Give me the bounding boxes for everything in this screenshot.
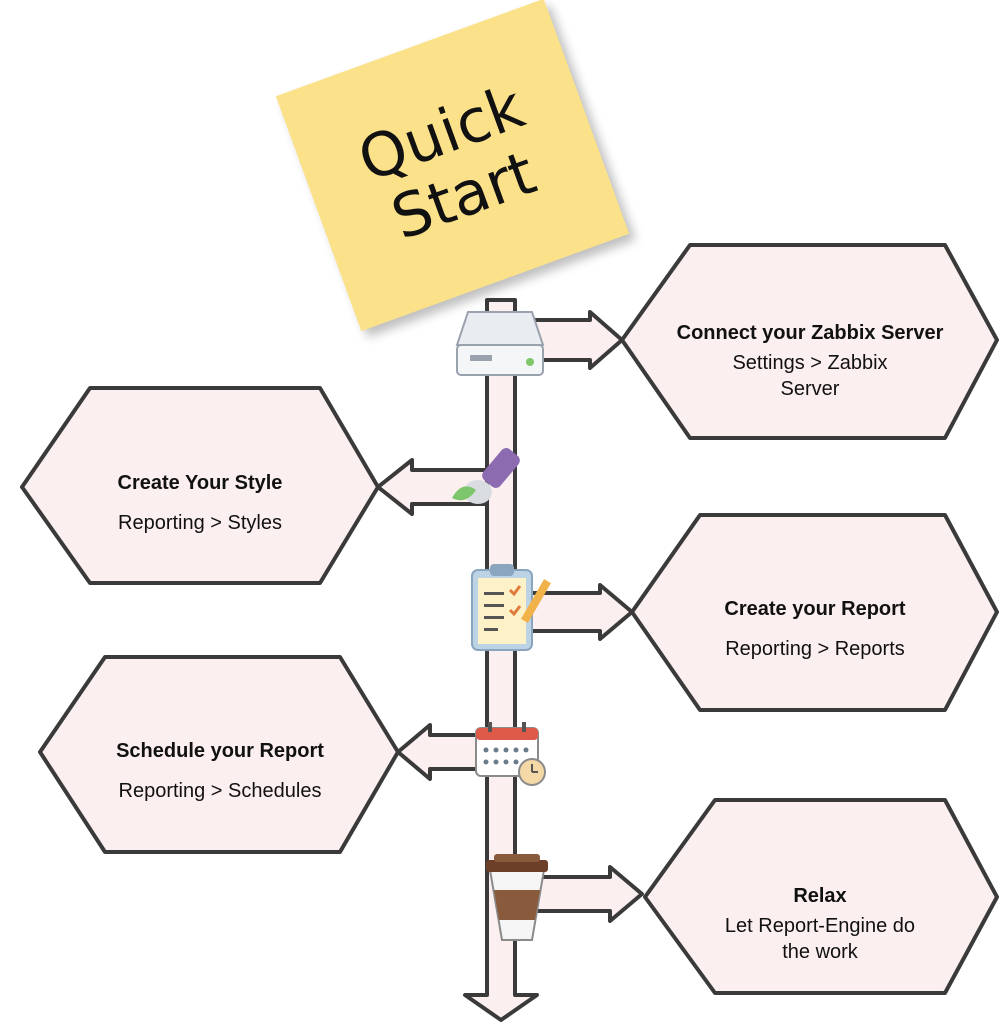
step-connect-path-2: Server xyxy=(780,378,840,400)
step-style-path-1: Reporting > Styles xyxy=(118,512,282,534)
branch-arrow-style xyxy=(376,458,489,516)
step-relax-path-2: the work xyxy=(782,941,858,963)
step-schedule: Schedule your Report Reporting > Schedul… xyxy=(60,738,380,818)
step-style-title: Create Your Style xyxy=(117,472,283,494)
clipboard-checklist-icon xyxy=(471,564,551,651)
step-relax-path-1: Let Report-Engine do xyxy=(724,915,916,937)
branch-arrow-schedule xyxy=(396,723,489,781)
step-report: Create your Report Reporting > Reports xyxy=(660,596,970,676)
hexagon-connect xyxy=(620,243,999,440)
paintbrush-icon xyxy=(452,448,520,504)
step-schedule-title: Schedule your Report xyxy=(116,740,324,762)
hexagon-style xyxy=(20,386,380,585)
step-report-title: Create your Report xyxy=(724,598,906,620)
step-connect: Connect your Zabbix Server Settings > Za… xyxy=(640,320,980,420)
main-flow-arrow xyxy=(463,298,539,1022)
step-schedule-path-1: Reporting > Schedules xyxy=(118,780,322,802)
server-icon xyxy=(455,311,545,376)
step-connect-path-1: Settings > Zabbix xyxy=(732,352,888,374)
coffee-cup-icon xyxy=(486,854,548,941)
step-relax-title: Relax xyxy=(793,885,847,907)
calendar-clock-icon xyxy=(475,722,546,786)
step-style: Create Your Style Reporting > Styles xyxy=(50,470,350,550)
step-connect-title: Connect your Zabbix Server xyxy=(676,322,944,344)
step-relax: Relax Let Report-Engine do the work xyxy=(670,883,970,983)
hexagon-schedule xyxy=(38,655,400,854)
step-report-path-1: Reporting > Reports xyxy=(725,638,905,660)
hexagon-report xyxy=(630,513,999,712)
hexagon-relax xyxy=(643,798,999,995)
